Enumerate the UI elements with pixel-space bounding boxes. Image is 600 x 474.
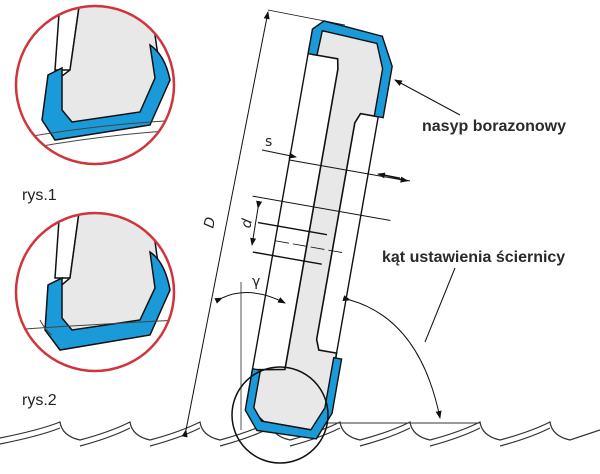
- figure-1-label: rys.1: [22, 187, 57, 204]
- coating-top: [307, 20, 393, 119]
- dim-D-label: D: [201, 215, 219, 229]
- figure-2-label: rys.2: [22, 392, 57, 409]
- wheel-angle-arc: [342, 295, 442, 419]
- dim-gamma-label: γ: [252, 274, 260, 290]
- detail-view-2: [14, 211, 176, 373]
- coating-label: nasyp borazonowy: [422, 118, 566, 135]
- grinding-wheel: [244, 20, 409, 440]
- dimension-D-line: [181, 11, 270, 438]
- dim-d-label: d: [238, 217, 256, 229]
- detail-view-1: [14, 4, 176, 166]
- detail-circle-marker: [231, 366, 329, 464]
- angle-label: kąt ustawienia ściernicy: [382, 249, 565, 266]
- dim-s-label: s: [265, 134, 272, 150]
